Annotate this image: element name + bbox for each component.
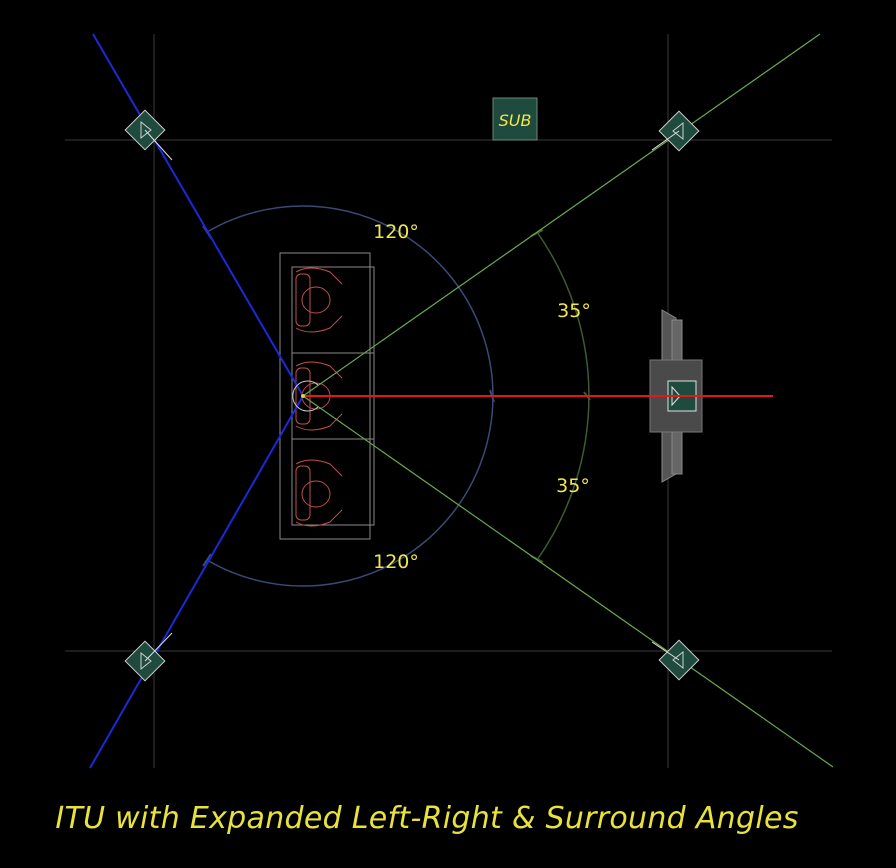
surround-upper-axis <box>92 33 304 397</box>
subwoofer-label: SUB <box>499 111 532 130</box>
angle-label-front-lower: 35° <box>556 475 590 497</box>
angle-label-surround-lower: 120° <box>373 551 419 573</box>
diagram-caption: ITU with Expanded Left-Right & Surround … <box>55 801 798 836</box>
guide-grid <box>65 34 832 768</box>
front-right-axis <box>302 33 821 397</box>
angle-label-front-upper: 35° <box>557 300 591 322</box>
surround-lower-axis <box>89 395 304 769</box>
listening-position-marker <box>292 380 319 412</box>
front-left-axis <box>302 395 834 768</box>
angle-label-surround-upper: 120° <box>373 221 419 243</box>
listener-top <box>295 267 343 333</box>
subwoofer: SUB <box>492 97 538 141</box>
subwoofer-box <box>492 97 538 141</box>
listener-bottom <box>295 459 343 527</box>
